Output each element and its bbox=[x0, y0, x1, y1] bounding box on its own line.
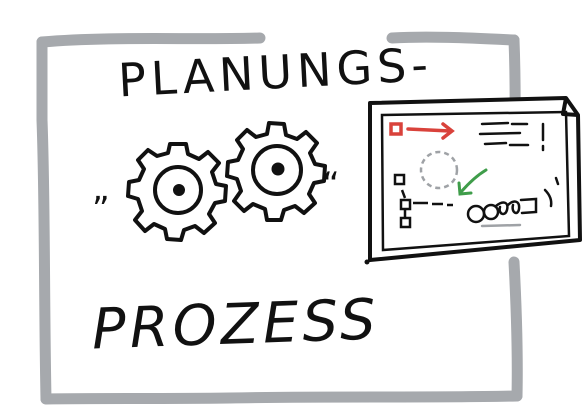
gear-icon bbox=[126, 142, 228, 242]
flowchart-corner-dot bbox=[364, 259, 370, 265]
flowchart-text-lines bbox=[478, 121, 545, 152]
title-top: PLANUNGS- bbox=[117, 37, 434, 107]
closing-quote: “ bbox=[322, 165, 340, 205]
opening-quote: „ bbox=[92, 169, 110, 209]
flowchart-inner-frame bbox=[380, 110, 571, 252]
title-bottom: PROZESS bbox=[91, 287, 381, 362]
dashed-circle-icon bbox=[419, 150, 459, 190]
red-arrow-icon bbox=[389, 122, 455, 140]
flowchart-loops bbox=[466, 176, 560, 228]
gear-icon bbox=[225, 121, 327, 222]
flowchart-icon bbox=[364, 96, 582, 265]
flowchart-nodes bbox=[393, 173, 453, 229]
green-arrow-icon bbox=[457, 168, 488, 196]
sketch-frame bbox=[36, 31, 523, 405]
